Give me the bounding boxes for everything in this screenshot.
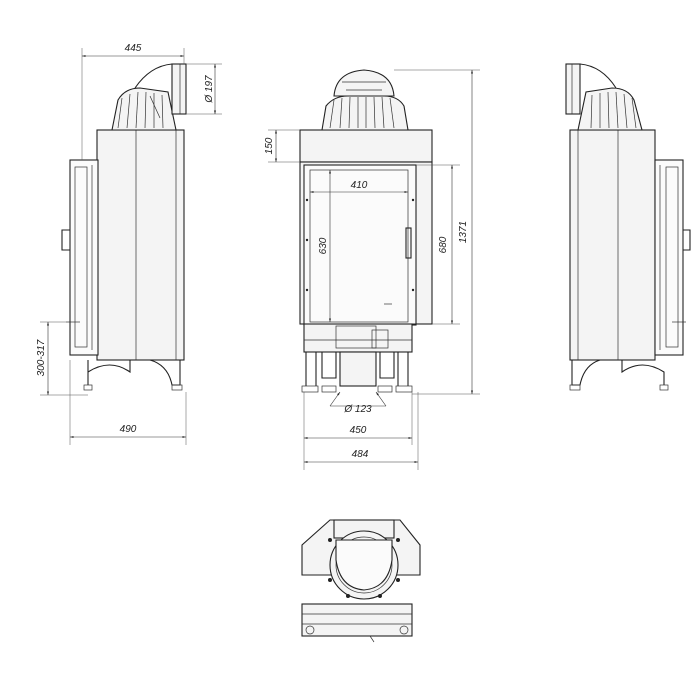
dim-flue-diameter: Ø 197	[204, 75, 215, 104]
front-view	[299, 69, 433, 393]
right-body	[569, 129, 656, 361]
front-base-block	[303, 323, 413, 353]
front-left-leg	[305, 352, 317, 386]
right-side-view	[565, 63, 691, 391]
dim-air-inlet: Ø 123	[343, 404, 372, 415]
front-door-handle	[405, 227, 412, 259]
dim-base-width: 450	[350, 425, 367, 436]
right-flue-outlet	[565, 63, 581, 115]
dim-top-height: 150	[264, 137, 275, 154]
left-door	[69, 159, 99, 356]
front-air-inlet	[339, 351, 377, 387]
front-glass	[309, 169, 409, 323]
dim-glass-height: 630	[318, 237, 329, 254]
left-dimensions: 445 Ø 197 300-317 490	[36, 43, 222, 445]
left-front-leg	[87, 360, 131, 385]
right-rear-leg	[571, 359, 601, 386]
front-flue-dome	[333, 69, 395, 97]
right-handle	[683, 229, 691, 251]
dim-door-height: 680	[438, 236, 449, 253]
right-front-leg	[621, 360, 665, 385]
left-rear-leg	[149, 359, 181, 386]
dim-door-width: 410	[351, 180, 368, 191]
dim-total-width: 484	[352, 449, 369, 460]
front-dimensions: 150 410 630 680 1371 Ø 123 450 484	[264, 69, 480, 470]
dim-side-depth: 445	[125, 43, 142, 54]
top-view	[301, 519, 421, 643]
left-handle	[61, 229, 70, 251]
dim-leg-height: 300-317	[36, 339, 47, 376]
front-flue-collar	[321, 95, 409, 131]
dim-total-depth: 490	[120, 424, 137, 435]
left-flue-collar	[111, 87, 177, 131]
left-body	[96, 129, 185, 361]
top-front-section	[301, 603, 413, 637]
left-side-view	[61, 63, 187, 391]
right-door	[654, 159, 684, 356]
front-right-leg	[397, 352, 409, 386]
left-flue-outlet	[171, 63, 187, 115]
right-flue-collar	[577, 87, 643, 131]
right-flue-elbow	[576, 63, 617, 89]
front-top-panel	[299, 129, 433, 163]
dim-total-height: 1371	[458, 221, 469, 243]
top-flue-cutout	[335, 539, 393, 591]
